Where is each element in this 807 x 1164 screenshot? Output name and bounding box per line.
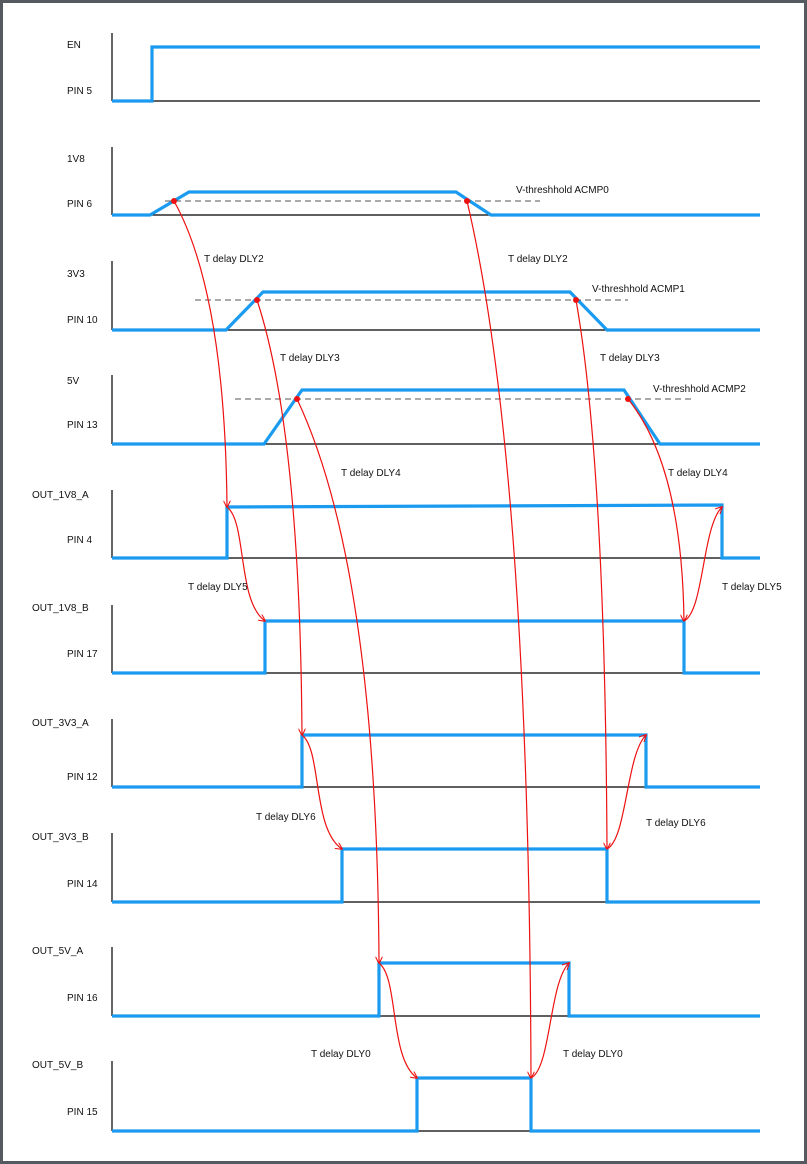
pin-label: PIN 10 [67,315,98,326]
signal-waveform [112,290,760,332]
channel-name: OUT_3V3_B [32,832,89,843]
delay-label: T delay DLY4 [341,468,401,479]
pin-label: PIN 15 [67,1107,98,1118]
delay-arrow [683,507,722,622]
signal-waveform [112,190,760,217]
threshold-label: V-threshhold ACMP1 [592,284,685,295]
threshold-label: V-threshhold ACMP0 [516,185,609,196]
channel-name: OUT_5V_A [32,946,83,957]
channel-name: 3V3 [67,269,85,280]
delay-label: T delay DLY3 [280,353,340,364]
channel-out-5v-b: OUT_5V_B PIN 15 [32,1060,760,1133]
delay-arrow [606,735,646,850]
pin-label: PIN 16 [67,993,98,1004]
channel-name: EN [67,40,81,51]
pin-label: PIN 13 [67,420,98,431]
signal-waveform [112,503,760,560]
channel-name: OUT_5V_B [32,1060,83,1071]
delay-label: T delay DLY2 [508,254,568,265]
pin-label: PIN 17 [67,649,98,660]
channel-name: 5V [67,376,80,387]
threshold-crossing-dot [573,297,579,303]
threshold-label: V-threshhold ACMP2 [653,384,746,395]
delay-label: T delay DLY3 [600,353,660,364]
pin-label: PIN 12 [67,772,98,783]
channel-out-5v-a: OUT_5V_A PIN 16 [32,946,760,1018]
delay-arrow [256,299,302,735]
channel-out-3v3-b: OUT_3V3_B PIN 14 [32,832,760,904]
channel-name: OUT_3V3_A [32,718,89,729]
channel-5v: 5V PIN 13 [67,375,760,446]
delay-arrow [530,963,569,1079]
signal-waveform [112,45,760,103]
signal-waveform [112,733,760,789]
threshold-crossing-dot [254,297,260,303]
signal-waveform [112,961,760,1018]
threshold-crossing-dot [464,198,470,204]
delay-label: T delay DLY6 [256,812,316,823]
signal-waveform [112,388,760,446]
delay-label: T delay DLY5 [722,582,782,593]
pin-label: PIN 4 [67,535,92,546]
delay-label: T delay DLY0 [311,1049,371,1060]
delay-label: T delay DLY6 [646,818,706,829]
delay-arrow [575,299,607,849]
signal-waveform [112,1076,760,1133]
channel-name: 1V8 [67,154,85,165]
channel-out-3v3-a: OUT_3V3_A PIN 12 [32,718,760,789]
delay-label: T delay DLY5 [188,582,248,593]
delay-label: T delay DLY0 [563,1049,623,1060]
signal-waveform [112,847,760,904]
threshold-crossing-dot [171,198,177,204]
threshold-crossing-dot [294,396,300,402]
channel-out-1v8-b: OUT_1V8_B PIN 17 [32,603,760,675]
delay-arrow [173,200,227,507]
delay-arrow [466,200,531,1078]
threshold-crossing-dot [625,396,631,402]
channel-name: OUT_1V8_B [32,603,89,614]
pin-label: PIN 5 [67,86,92,97]
delay-label: T delay DLY2 [204,254,264,265]
channel-out-1v8-a: OUT_1V8_A PIN 4 [32,490,760,560]
pin-label: PIN 14 [67,879,98,890]
signal-waveform [112,619,760,675]
pin-label: PIN 6 [67,199,92,210]
channel-name: OUT_1V8_A [32,490,89,501]
delay-arrow [226,506,265,621]
delay-arrow [378,962,417,1078]
delay-arrow [301,734,342,849]
channel-en: EN PIN 5 [67,33,760,103]
delay-arrow [627,398,684,621]
delay-label: T delay DLY4 [668,468,728,479]
delay-arrow [296,398,379,963]
